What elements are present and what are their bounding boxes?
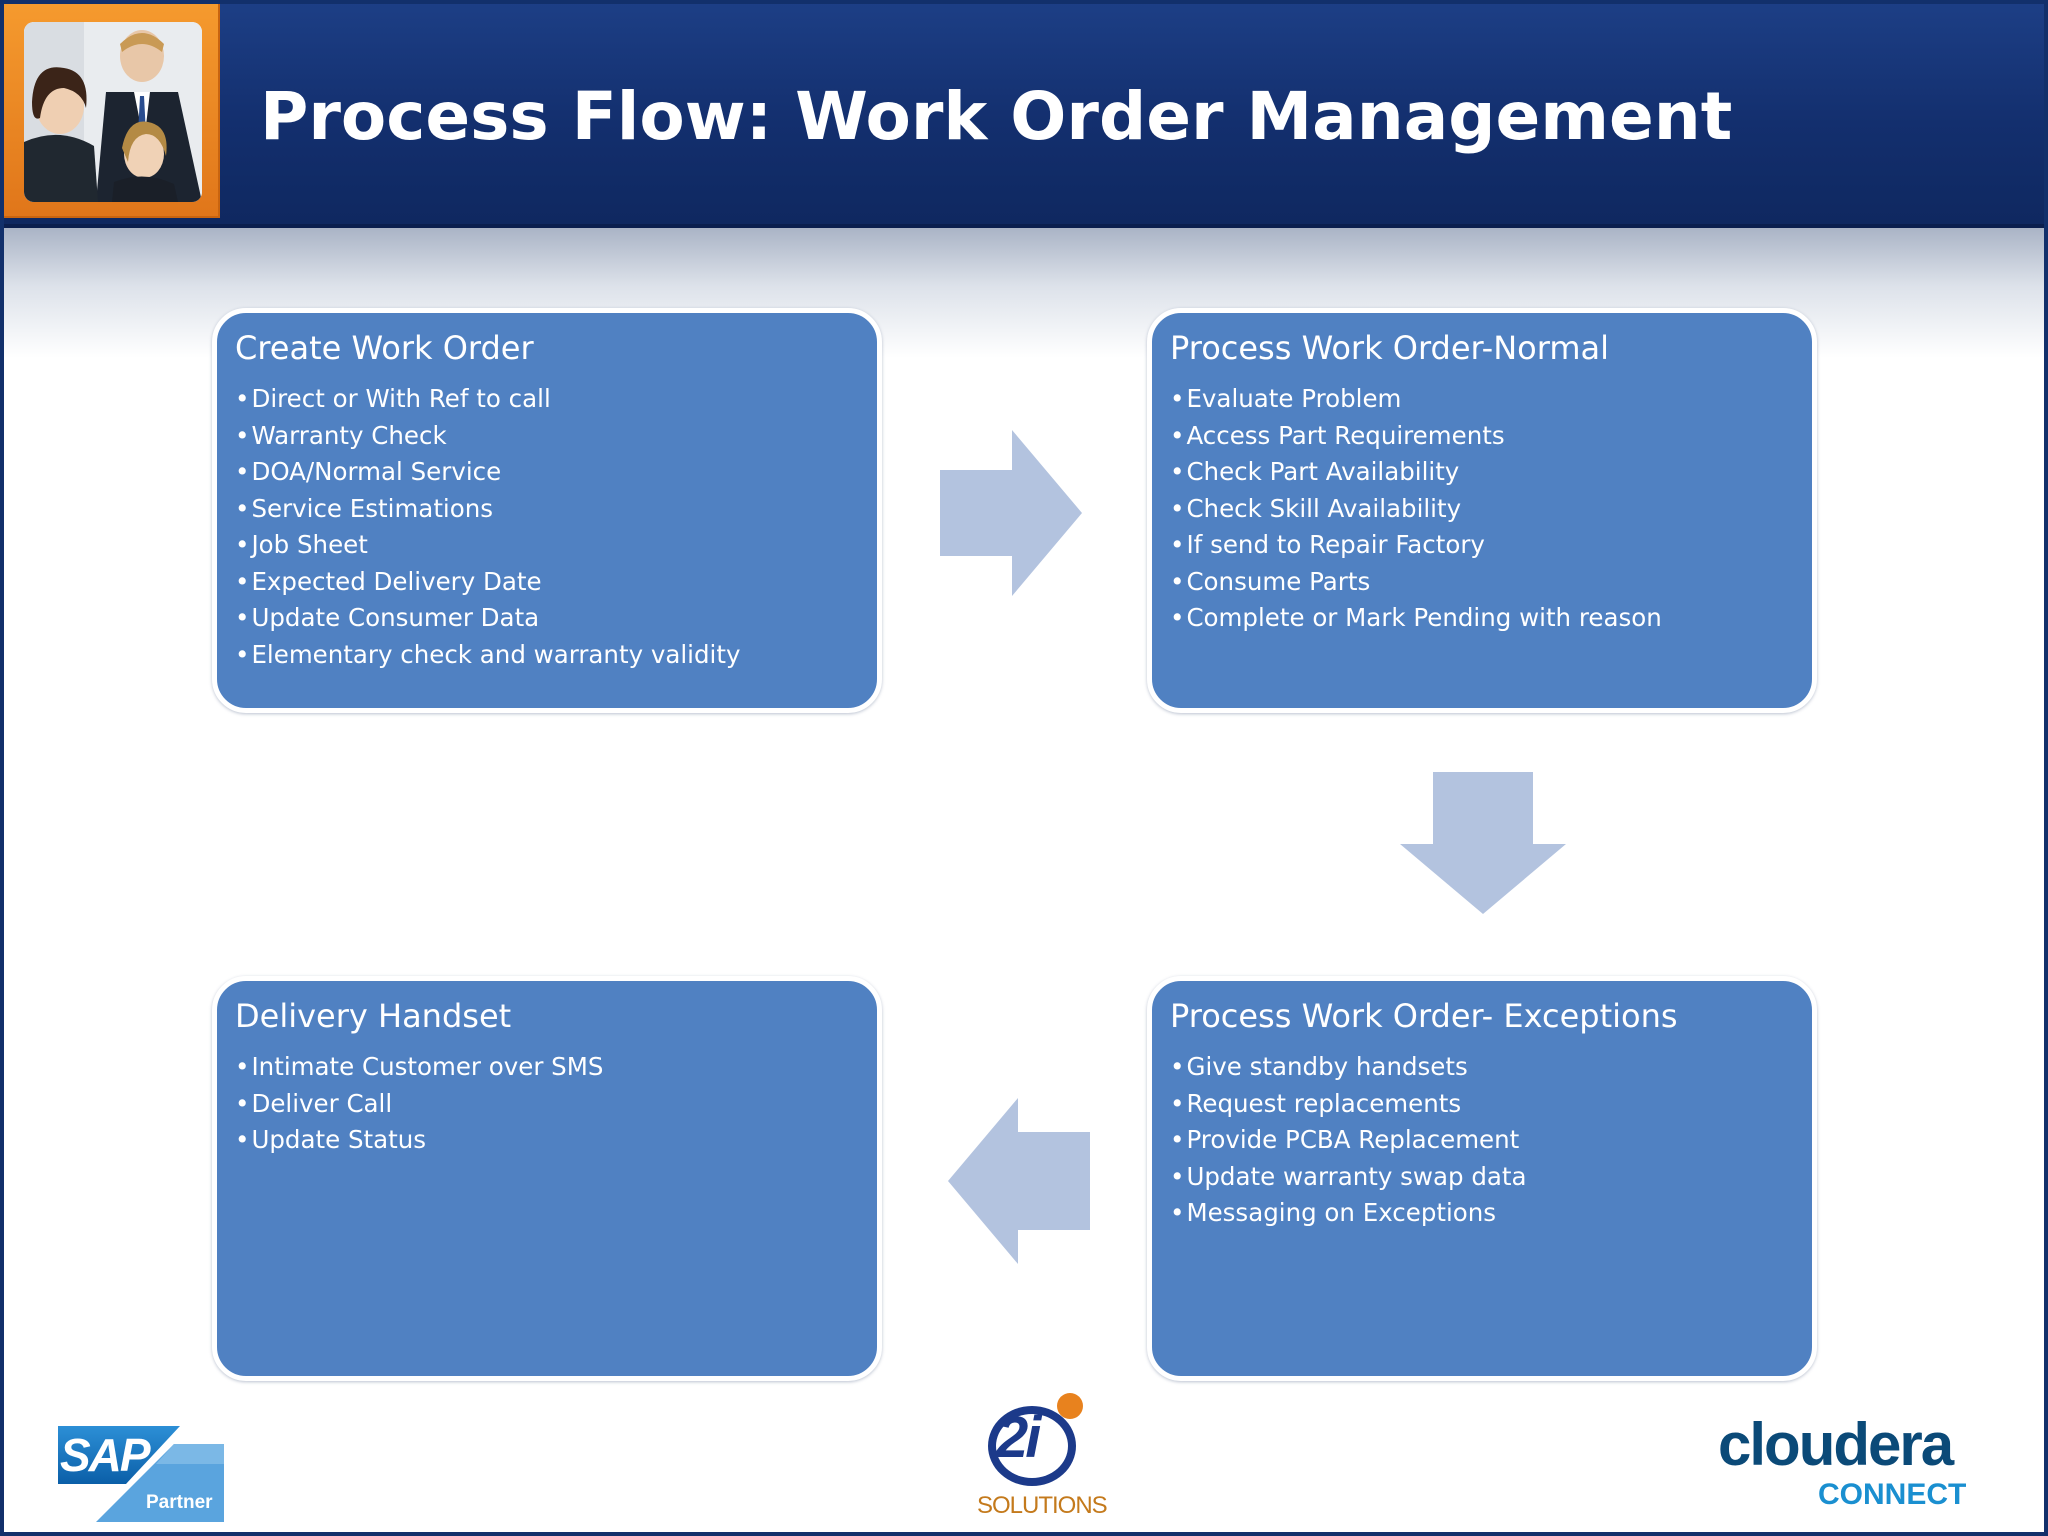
list-item: Update Status	[235, 1122, 877, 1159]
2i-solutions-logo-icon	[988, 1393, 1083, 1486]
list-item: Access Part Requirements	[1170, 418, 1812, 455]
list-item: Direct or With Ref to call	[235, 381, 877, 418]
page-title: Process Flow: Work Order Management	[260, 78, 1733, 155]
arrow-down-icon	[1400, 772, 1566, 914]
list-item: Update Consumer Data	[235, 600, 877, 637]
box-heading: Process Work Order- Exceptions	[1170, 997, 1678, 1035]
cloudera-connect-text: CONNECT	[1818, 1478, 1967, 1511]
list-item: Service Estimations	[235, 491, 877, 528]
list-item: If send to Repair Factory	[1170, 527, 1812, 564]
list-item: Give standby handsets	[1170, 1049, 1812, 1086]
arrow-right-icon	[940, 430, 1082, 596]
list-item: Elementary check and warranty validity	[235, 637, 877, 674]
sap-logo-text: SAP	[60, 1429, 151, 1481]
2i-logo-mark: 2i	[996, 1405, 1041, 1470]
business-people-photo	[24, 22, 202, 202]
list-item: Check Skill Availability	[1170, 491, 1812, 528]
sap-partner-text: Partner	[146, 1492, 213, 1513]
box-heading: Delivery Handset	[235, 997, 512, 1035]
list-item: Intimate Customer over SMS	[235, 1049, 877, 1086]
arrow-left-icon	[948, 1098, 1090, 1264]
box-bullet-list: Intimate Customer over SMS Deliver Call …	[235, 1049, 877, 1159]
list-item: DOA/Normal Service	[235, 454, 877, 491]
list-item: Consume Parts	[1170, 564, 1812, 601]
list-item: Provide PCBA Replacement	[1170, 1122, 1812, 1159]
list-item: Warranty Check	[235, 418, 877, 455]
list-item: Check Part Availability	[1170, 454, 1812, 491]
box-process-exceptions: Process Work Order- Exceptions Give stan…	[1147, 976, 1817, 1381]
box-bullet-list: Direct or With Ref to call Warranty Chec…	[235, 381, 877, 673]
box-heading: Process Work Order-Normal	[1170, 329, 1609, 367]
box-heading: Create Work Order	[235, 329, 534, 367]
list-item: Deliver Call	[235, 1086, 877, 1123]
sap-partner-logo	[58, 1426, 224, 1522]
box-process-normal: Process Work Order-Normal Evaluate Probl…	[1147, 308, 1817, 713]
list-item: Messaging on Exceptions	[1170, 1195, 1812, 1232]
box-create-work-order: Create Work Order Direct or With Ref to …	[212, 308, 882, 713]
header-photo-tile	[2, 2, 220, 218]
list-item: Complete or Mark Pending with reason	[1170, 600, 1812, 637]
people-icon	[24, 22, 202, 202]
box-delivery-handset: Delivery Handset Intimate Customer over …	[212, 976, 882, 1381]
cloudera-logo-text: cloudera	[1718, 1411, 1954, 1478]
2i-solutions-text: SOLUTIONS	[977, 1492, 1108, 1519]
list-item: Job Sheet	[235, 527, 877, 564]
list-item: Evaluate Problem	[1170, 381, 1812, 418]
list-item: Update warranty swap data	[1170, 1159, 1812, 1196]
list-item: Request replacements	[1170, 1086, 1812, 1123]
box-bullet-list: Evaluate Problem Access Part Requirement…	[1170, 381, 1812, 637]
header-bar	[0, 0, 2048, 228]
box-bullet-list: Give standby handsets Request replacemen…	[1170, 1049, 1812, 1232]
list-item: Expected Delivery Date	[235, 564, 877, 601]
